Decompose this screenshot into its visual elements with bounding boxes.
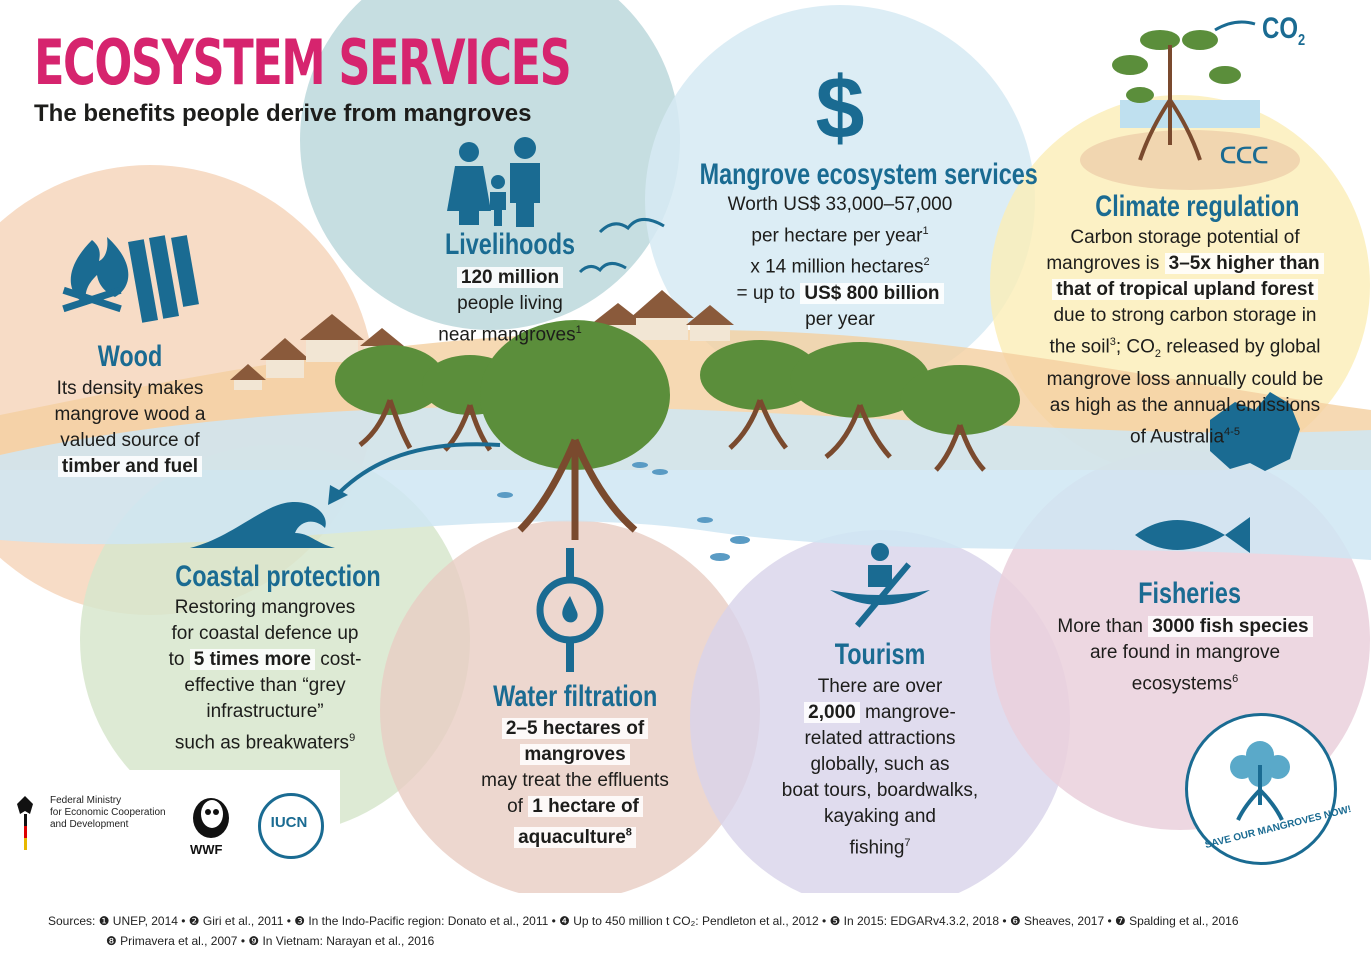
svg-text:ᑕᑕᑕ: ᑕᑕᑕ <box>1220 143 1268 168</box>
arrow-icon <box>333 442 501 499</box>
mangrove-co2-icon: ᑕᑕᑕ <box>1080 20 1300 190</box>
iucn-logo <box>258 793 324 859</box>
water-band <box>0 406 1371 560</box>
fish-icon <box>1135 517 1250 553</box>
livelihoods-text: 120 million people living near mangroves… <box>438 267 582 346</box>
panda-icon <box>193 798 229 838</box>
wave-icon <box>190 502 335 548</box>
small-fish <box>497 462 750 561</box>
wood-heading: Wood <box>97 340 163 373</box>
livelihoods-circle <box>300 0 680 330</box>
bird-icon <box>578 262 627 274</box>
bird-icon <box>598 218 665 234</box>
iucn-logo-text: IUCN <box>270 814 308 831</box>
climate-heading: Climate regulation <box>1095 190 1300 223</box>
family-icon <box>447 137 540 227</box>
fisheries-heading: Fisheries <box>1138 577 1241 610</box>
sources-footer: Sources: ❶ UNEP, 2014 • ❷ Giri et al., 2… <box>0 893 1371 969</box>
ministry-logo-text: Federal Ministry for Economic Cooperatio… <box>50 795 166 830</box>
services-heading: Mangrove ecosystem services <box>699 158 1038 191</box>
page-subtitle: The benefits people derive from mangrove… <box>34 100 532 127</box>
fisheries-text: More than 3000 fish species are found in… <box>1030 614 1340 697</box>
water-heading: Water filtration <box>493 680 658 713</box>
campfire-icon <box>62 237 129 313</box>
co2-label: CO2 <box>1262 12 1306 49</box>
wood-text: Its density makes mangrove wood a valued… <box>54 378 206 477</box>
livelihoods-heading: Livelihoods <box>444 228 576 261</box>
tourism-text: There are over 2,000 mangrove- related a… <box>781 676 979 859</box>
timber-planks-icon <box>128 235 199 323</box>
dollar-icon: $ <box>816 58 865 157</box>
german-eagle-icon <box>17 796 33 850</box>
tourism-circle <box>690 530 1070 910</box>
coastal-text: Restoring mangroves for coastal defence … <box>168 597 362 754</box>
wwf-logo-text: WWF <box>190 842 223 857</box>
coastal-heading: Coastal protection <box>175 560 381 593</box>
page-title: ECOSYSTEM SERVICES <box>34 26 572 99</box>
services-text: Worth US$ 33,000–57,000 per hectare per … <box>727 194 953 330</box>
climate-text: Carbon storage potential of mangroves is… <box>1046 227 1324 448</box>
sources-line-1: Sources: ❶ UNEP, 2014 • ❷ Giri et al., 2… <box>48 914 1239 928</box>
sources-line-2: ❽ Primavera et al., 2007 • ❾ In Vietnam:… <box>106 934 435 948</box>
tourism-heading: Tourism <box>834 638 926 671</box>
mangrove-trees <box>335 320 1020 540</box>
australia-map-icon <box>1210 392 1300 471</box>
tree-icon <box>1230 741 1290 821</box>
water-drop-cycle-icon <box>536 548 604 672</box>
kayak-icon <box>830 543 930 628</box>
water-circle <box>380 520 760 900</box>
water-text: 2–5 hectares of mangroves may treat the … <box>481 718 669 849</box>
